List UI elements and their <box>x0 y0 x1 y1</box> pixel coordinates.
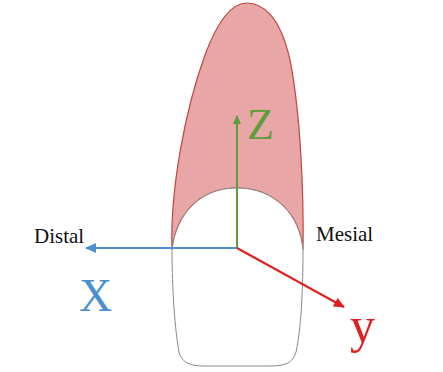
axis-label: X <box>79 273 112 319</box>
direction-label: Mesial <box>316 224 373 245</box>
direction-label: Distal <box>34 226 84 247</box>
y-axis <box>237 248 344 307</box>
x-axis <box>86 247 237 249</box>
z-axis <box>236 116 238 248</box>
axis-label: y <box>350 300 375 350</box>
axis-label: Z <box>247 103 274 147</box>
